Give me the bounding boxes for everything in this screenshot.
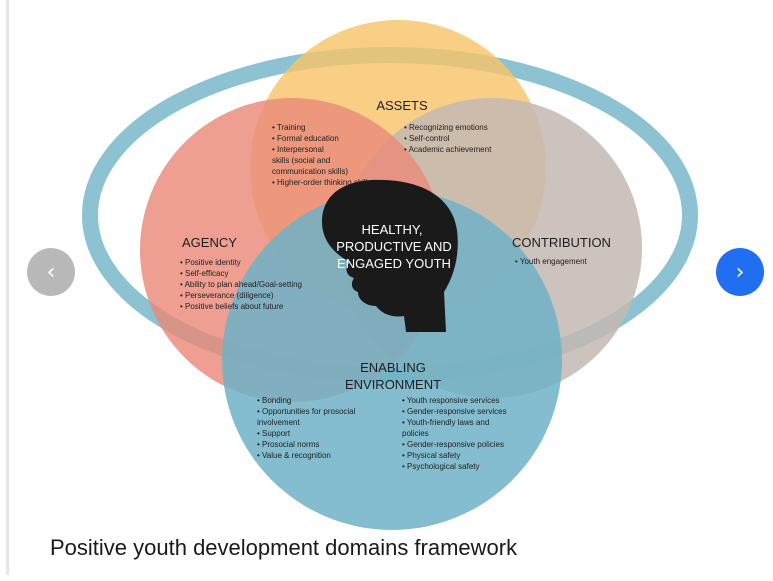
list-item: • Bonding [257, 396, 291, 405]
center-line-3: ENGAGED YOUTH [337, 256, 451, 271]
figure-caption: Positive youth development domains frame… [50, 535, 518, 560]
list-item: • Perseverance (diligence) [180, 291, 274, 300]
youth-head-silhouette [322, 179, 458, 332]
list-item: • Ability to plan ahead/Goal-setting [180, 280, 302, 289]
enabling-left-list: • Bonding • Opportunities for prosocial i… [257, 396, 356, 460]
contribution-title: CONTRIBUTION [512, 235, 611, 250]
list-item: • Physical safety [402, 451, 460, 460]
list-item: • Positive beliefs about future [180, 302, 284, 311]
chevron-left-icon: ‹ [46, 259, 56, 285]
list-item: • Youth engagement [515, 257, 588, 266]
previous-slide-button[interactable]: ‹ [27, 248, 75, 296]
list-item: • Formal education [272, 134, 339, 143]
left-divider [6, 0, 9, 575]
next-slide-button[interactable]: › [716, 248, 764, 296]
list-item: policies [402, 429, 429, 438]
list-item: • Self-efficacy [180, 269, 228, 278]
list-item: • Gender-responsive services [402, 407, 507, 416]
list-item: • Training [272, 123, 305, 132]
list-item: involvement [257, 418, 300, 427]
list-item: • Prosocial norms [257, 440, 319, 449]
list-item: communication skills) [272, 167, 348, 176]
list-item: • Recognizing emotions [404, 123, 488, 132]
list-item: • Self-control [404, 134, 450, 143]
center-line-2: PRODUCTIVE AND [336, 239, 452, 254]
assets-right-list: • Recognizing emotions • Self-control • Ac… [404, 123, 492, 154]
enabling-right-list: • Youth responsive services • Gender-resp… [402, 396, 507, 471]
chevron-right-icon: › [735, 259, 745, 285]
list-item: • Support [257, 429, 291, 438]
list-item: • Academic achievement [404, 145, 492, 154]
list-item: • Youth-friendly laws and [402, 418, 489, 427]
list-item: • Higher-order thinking skills [272, 178, 371, 187]
list-item: • Value & recognition [257, 451, 331, 460]
assets-title: ASSETS [376, 98, 428, 113]
enabling-environment-circle [222, 190, 562, 530]
enabling-title-line2: ENVIRONMENT [345, 377, 441, 392]
assets-left-list: • Training • Formal education • Interperso… [272, 123, 371, 187]
agency-list: • Positive identity • Self-efficacy • Abil… [180, 258, 302, 311]
list-item: • Positive identity [180, 258, 241, 267]
list-item: • Opportunities for prosocial [257, 407, 356, 416]
list-item: skills (social and [272, 156, 330, 165]
enabling-title-line1: ENABLING [360, 360, 426, 375]
list-item: • Interpersonal [272, 145, 324, 154]
list-item: • Psychological safety [402, 462, 480, 471]
list-item: • Gender-responsive policies [402, 440, 504, 449]
list-item: • Youth responsive services [402, 396, 500, 405]
contribution-list: • Youth engagement [515, 257, 588, 266]
center-line-1: HEALTHY, [362, 222, 423, 237]
agency-title: AGENCY [182, 235, 237, 250]
